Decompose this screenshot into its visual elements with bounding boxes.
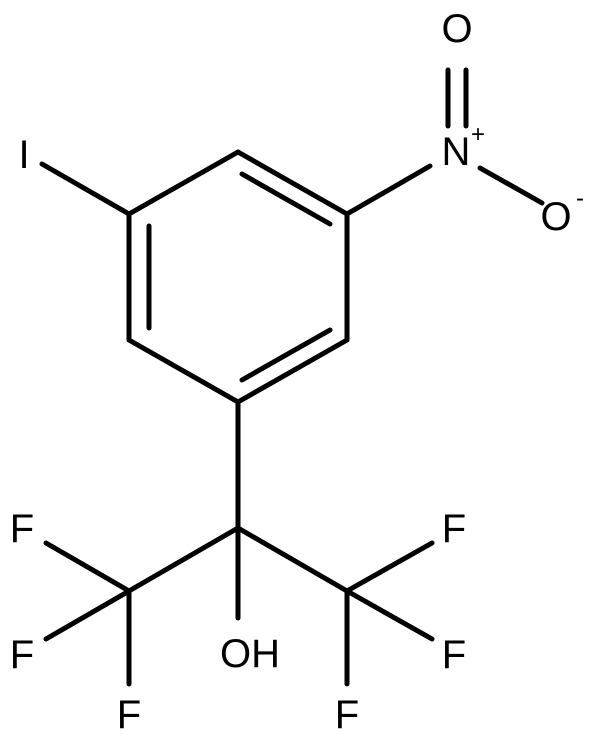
atom-f-right-1: F xyxy=(442,507,466,551)
bond-ring-top-left xyxy=(126,149,241,217)
bond-ring-top-right-inner xyxy=(239,171,333,227)
bonds xyxy=(39,67,545,687)
bond-ring-top-right xyxy=(235,149,350,217)
bond-n-o-single xyxy=(477,165,545,206)
atom-iodine: I xyxy=(18,133,29,177)
bond-c-left-cf3 xyxy=(126,525,241,594)
bond-c-right-cf3 xyxy=(235,525,350,594)
bond-right-cf3-f1 xyxy=(344,540,435,594)
atom-f-right-3: F xyxy=(335,693,359,737)
atom-hydroxyl: OH xyxy=(220,632,280,676)
atom-f-left-1: F xyxy=(10,507,34,551)
bond-c-nitro xyxy=(344,163,433,217)
bond-ring-bottom-right xyxy=(235,337,350,405)
atom-f-left-3: F xyxy=(117,693,141,737)
bond-left-cf3-f2 xyxy=(43,588,132,642)
bond-right-cf3-f2 xyxy=(344,588,435,642)
bond-ring-bottom-left xyxy=(126,337,241,405)
nitro-o-charge: - xyxy=(576,185,584,212)
bond-c-iodine xyxy=(39,161,132,217)
bond-ring-bottom-right-inner xyxy=(239,327,333,383)
bond-left-cf3-f1 xyxy=(43,540,132,594)
atom-nitro-o-single: O xyxy=(540,195,571,239)
nitro-n-charge: + xyxy=(471,121,485,148)
atom-f-right-2: F xyxy=(442,633,466,677)
atom-f-left-2: F xyxy=(10,633,34,677)
atom-labels: I N + O O - OH F F F F F F xyxy=(10,7,584,737)
atom-nitro-n: N xyxy=(442,130,471,174)
atom-nitro-o-double: O xyxy=(441,7,472,51)
